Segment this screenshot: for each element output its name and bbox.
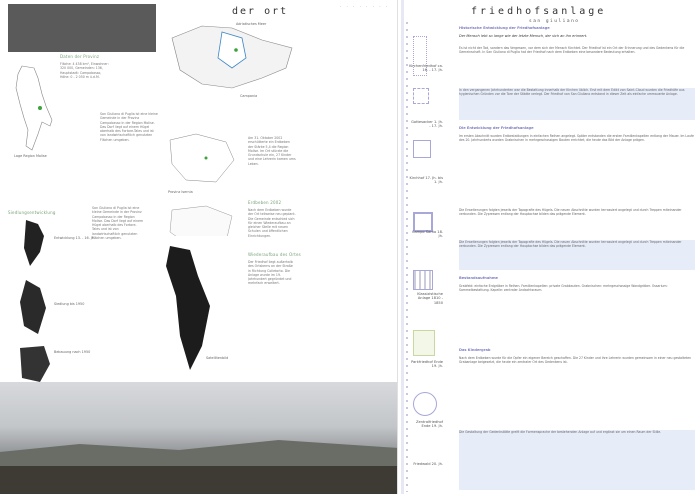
heading-3: Bestandsaufnahme bbox=[459, 276, 498, 280]
era-label-8: Friedwald 20. Jh. bbox=[413, 462, 443, 466]
era-label-1: Kirchenfriedhof ca. 16. - 17. Jh. bbox=[409, 64, 443, 73]
plan-sketch-6 bbox=[413, 330, 435, 356]
era-label-5: Klassizistische Anlage 1810 - 1850 bbox=[417, 292, 443, 305]
caption-2: Siedlung bis 1950 bbox=[54, 302, 85, 306]
text-block-2: San Giuliano di Puglia ist eine kleine G… bbox=[100, 112, 158, 142]
heading-top: Historische Entwicklung der Friedhofsanl… bbox=[459, 26, 550, 30]
italy-caption: Lage Region Molise bbox=[14, 154, 47, 158]
settlement-map-1 bbox=[24, 220, 44, 266]
era-label-7: Zentralfriedhof Ende 19. Jh. bbox=[415, 420, 443, 429]
section-heading-1: Siedlungsentwicklung bbox=[8, 210, 56, 215]
para-2: Im ersten Abschnitt wurden Erdbestattung… bbox=[459, 134, 694, 143]
text-block-1: Fläche: 4 438 km², Einwohner: 320 000, G… bbox=[60, 62, 109, 79]
text-block-4: Nach dem Erdbeben wurde der Ort teilweis… bbox=[248, 208, 296, 238]
decorative-dots: · · · · · · · · bbox=[340, 4, 390, 9]
left-panel: der ort · · · · · · · · Lage Region Moli… bbox=[0, 0, 398, 494]
para-5: Nach dem Erdbeben wurde für die Opfer ei… bbox=[459, 356, 692, 365]
era-label-4: Campo Santo 18. Jh. bbox=[411, 230, 443, 239]
italy-map bbox=[15, 65, 53, 151]
caption-1: Entwicklung 13. - 16. Jh. bbox=[54, 236, 96, 240]
region-map bbox=[171, 25, 293, 89]
timeline-bar bbox=[401, 0, 404, 494]
text-block-3: Am 31. Oktober 2002 erschütterte ein Erd… bbox=[248, 136, 296, 166]
para-3b: Die Erweiterungen folgten jeweils der To… bbox=[459, 240, 695, 270]
text-column-mid: San Giuliano di Puglia ist eine kleine G… bbox=[92, 206, 144, 241]
right-panel: friedhofsanlage san giuliano Historische… bbox=[399, 0, 700, 494]
timeline-dots bbox=[406, 22, 408, 492]
landscape-photo bbox=[8, 4, 156, 52]
page-title-right: friedhofsanlage bbox=[471, 6, 607, 17]
text-block-5: Der Friedhof liegt außerhalb des Ortsker… bbox=[248, 260, 293, 286]
settlement-map-2 bbox=[20, 280, 46, 334]
plan-sketch-5 bbox=[413, 270, 433, 290]
para-4: Grabfeld: einfache Erdgräber in Reihen. … bbox=[459, 284, 668, 293]
region-label: Campania bbox=[240, 94, 258, 98]
para-6: Die Gestaltung der Gedenkstätte greift d… bbox=[459, 430, 695, 490]
quote: Der Mensch lebt so lange wie der letzte … bbox=[459, 34, 588, 38]
location-marker-icon bbox=[38, 106, 42, 110]
plan-sketch-7 bbox=[413, 392, 437, 416]
province-caption: Provinz Isernia bbox=[168, 190, 193, 194]
para-1: In den vergangenen Jahrhunderten war die… bbox=[459, 88, 695, 120]
plan-sketch-4 bbox=[413, 212, 433, 232]
text-heading-1: Daten der Provinz bbox=[60, 54, 100, 59]
era-label-2: Gottesacker 1. Jh. - 17. Jh. bbox=[411, 120, 443, 129]
page-subtitle-right: san giuliano bbox=[529, 19, 580, 24]
plan-sketch-2 bbox=[413, 88, 429, 104]
caption-3: Bebauung nach 1950 bbox=[54, 350, 91, 354]
province-map bbox=[169, 133, 235, 183]
plan-sketch-1 bbox=[413, 36, 427, 76]
era-label-3: Kirchhof 17. Jh. bis 1. Jh. bbox=[409, 176, 443, 185]
page-title-left: der ort bbox=[232, 6, 289, 17]
landscape-panorama-photo bbox=[0, 382, 397, 494]
heading-4: Das Kindergrab bbox=[459, 348, 491, 352]
town-marker-icon bbox=[234, 48, 238, 52]
satellite-map bbox=[150, 236, 240, 376]
caption-4: Satellitenbild bbox=[206, 356, 229, 360]
era-label-6: Parkfriedhof Ende 19. Jh. bbox=[411, 360, 443, 369]
section-heading-3: Wiederaufbau des Ortes bbox=[248, 252, 301, 257]
intro-text: Es ist nicht der Tod, sondern das Verges… bbox=[459, 46, 685, 55]
plan-sketch-3 bbox=[413, 140, 431, 158]
heading-2: Die Entwicklung der Friedhofsanlage bbox=[459, 126, 534, 130]
para-3: Die Erweiterungen folgten jeweils der To… bbox=[459, 208, 682, 217]
settlement-map-3 bbox=[20, 346, 50, 382]
sea-label: Adriatisches Meer bbox=[236, 22, 267, 26]
section-heading-2: Erdbeben 2002 bbox=[248, 200, 282, 205]
